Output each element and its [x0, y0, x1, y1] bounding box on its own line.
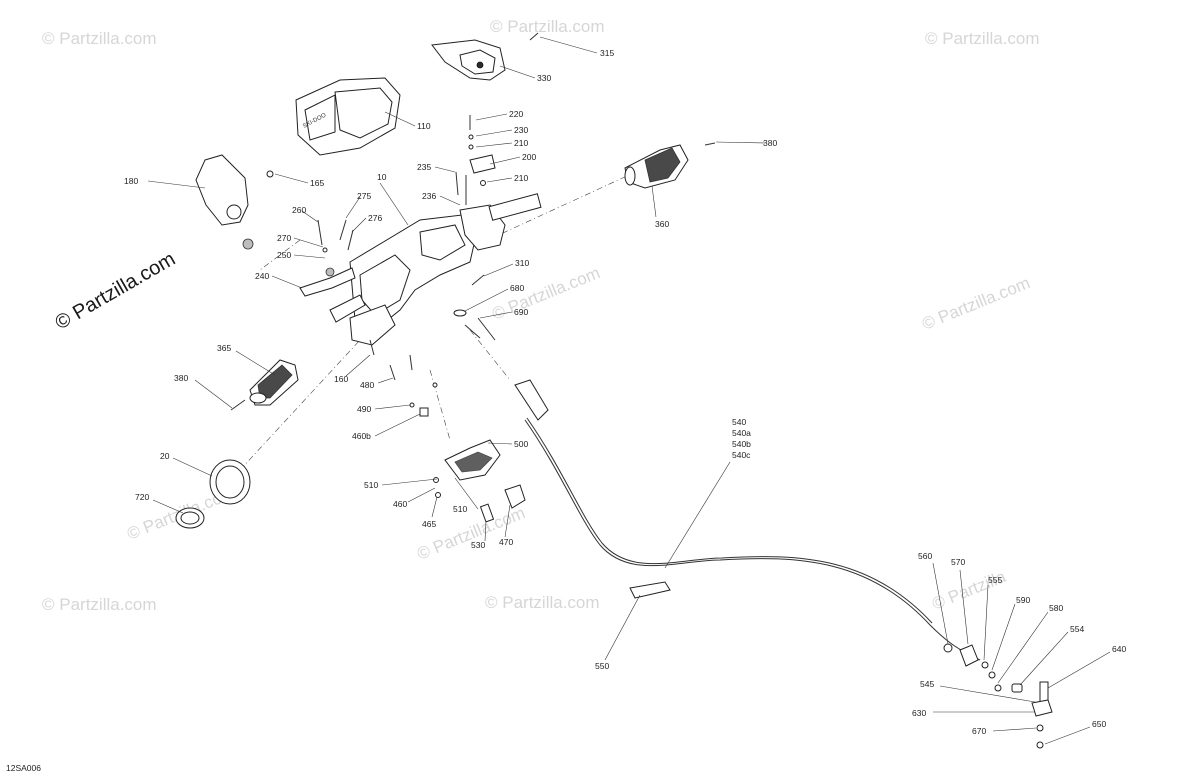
- callout-540c: 540c: [732, 450, 751, 460]
- callout-210-lower: 210: [514, 173, 528, 183]
- callout-250: 250: [277, 250, 291, 260]
- callout-545: 545: [920, 679, 934, 689]
- watermark: © Partzilla.com: [485, 593, 600, 612]
- callout-480: 480: [360, 380, 374, 390]
- callout-630: 630: [912, 708, 926, 718]
- callout-200: 200: [522, 152, 536, 162]
- bezel-20: [209, 459, 251, 505]
- callout-540a: 540a: [732, 428, 751, 438]
- callout-540b: 540b: [732, 439, 751, 449]
- callout-310: 310: [515, 258, 529, 268]
- callout-510: 510: [364, 480, 378, 490]
- callout-580: 580: [1049, 603, 1063, 613]
- callout-165: 165: [310, 178, 324, 188]
- leader-lines: [147, 36, 1111, 745]
- callout-465: 465: [422, 519, 436, 529]
- callout-554: 554: [1070, 624, 1084, 634]
- bracket-460: [444, 439, 501, 481]
- callout-315: 315: [600, 48, 614, 58]
- callout-365: 365: [217, 343, 231, 353]
- callout-550: 550: [595, 661, 609, 671]
- callout-680: 680: [510, 283, 524, 293]
- throttle-housing-10: [329, 193, 542, 346]
- callout-260: 260: [292, 205, 306, 215]
- callout-220: 220: [509, 109, 523, 119]
- diagram-code: 12SA006: [6, 763, 41, 773]
- part-530: [479, 503, 495, 523]
- callout-460b: 460b: [352, 431, 371, 441]
- callout-10: 10: [377, 172, 387, 182]
- watermark: © Partzilla.com: [489, 263, 602, 324]
- callout-276: 276: [368, 213, 382, 223]
- watermark: © Partzilla.com: [925, 29, 1040, 48]
- brake-lever-240: [299, 267, 356, 297]
- callout-235: 235: [417, 162, 431, 172]
- callout-110: 110: [417, 121, 431, 131]
- callout-690: 690: [514, 307, 528, 317]
- callout-470: 470: [499, 537, 513, 547]
- callout-270: 270: [277, 233, 291, 243]
- cover-110: SKI-DOO: [295, 77, 401, 156]
- callout-210: 210: [514, 138, 528, 148]
- callout-560: 560: [918, 551, 932, 561]
- cable-end-parts: [943, 643, 1053, 749]
- callout-160: 160: [334, 374, 348, 384]
- handguard-330: [431, 39, 506, 81]
- callout-590: 590: [1016, 595, 1030, 605]
- callout-380-left: 380: [174, 373, 188, 383]
- grip-360: [624, 144, 689, 189]
- callout-236: 236: [422, 191, 436, 201]
- part-470: [504, 484, 526, 509]
- callout-380: 380: [763, 138, 777, 148]
- watermark: © Partzilla.com: [414, 503, 527, 564]
- callout-460: 460: [393, 499, 407, 509]
- callout-540: 540: [732, 417, 746, 427]
- callout-500: 500: [514, 439, 528, 449]
- callout-490: 490: [357, 404, 371, 414]
- callout-240: 240: [255, 271, 269, 281]
- watermark: © Partzilla.com: [42, 29, 157, 48]
- callout-labels: 315 330 110 220 230 210 200 210 235 236 …: [124, 48, 1126, 736]
- callout-530: 530: [471, 540, 485, 550]
- watermark: © Partzilla.com: [490, 17, 605, 36]
- callout-670: 670: [972, 726, 986, 736]
- handguard-180: [195, 154, 254, 250]
- callout-510-lower: 510: [453, 504, 467, 514]
- fasteners: [230, 32, 716, 498]
- watermark: © Partzilla.com: [919, 273, 1032, 334]
- callout-570: 570: [951, 557, 965, 567]
- callout-650: 650: [1092, 719, 1106, 729]
- callout-640: 640: [1112, 644, 1126, 654]
- callout-330: 330: [537, 73, 551, 83]
- callout-180: 180: [124, 176, 138, 186]
- callout-360: 360: [655, 219, 669, 229]
- insert-720: [175, 507, 205, 529]
- assembly-axes: [239, 169, 641, 471]
- callout-20: 20: [160, 451, 170, 461]
- callout-275: 275: [357, 191, 371, 201]
- callout-720: 720: [135, 492, 149, 502]
- callout-555: 555: [988, 575, 1002, 585]
- callout-230: 230: [514, 125, 528, 135]
- watermark-large: © Partzilla.com: [52, 248, 180, 334]
- watermark: © Partzilla.com: [42, 595, 157, 614]
- grip-365: [249, 359, 299, 406]
- throttle-cable-540: [514, 379, 981, 661]
